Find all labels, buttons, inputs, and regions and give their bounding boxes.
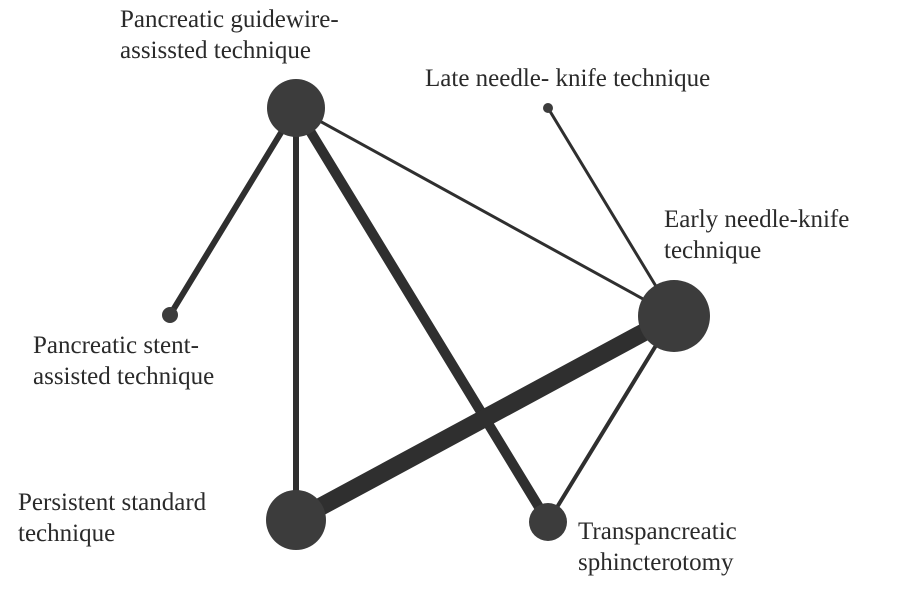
label-line: Pancreatic guidewire- [120, 6, 339, 33]
edge-enk-tps [546, 314, 676, 524]
label-line: technique [664, 237, 762, 264]
label-persistent-standard: Persistent standard technique [18, 487, 206, 549]
label-line: Early needle-knife [664, 206, 850, 233]
edges [167, 103, 683, 529]
node-early-needle-knife [638, 280, 710, 352]
label-late-needle-knife: Late needle- knife technique [425, 63, 710, 94]
node-persistent-standard [266, 490, 326, 550]
edge-pgw-tps [291, 103, 553, 527]
label-line: assisted technique [33, 363, 215, 390]
nodes [162, 79, 710, 550]
label-early-needle-knife: Early needle-knife technique [664, 204, 849, 266]
label-pancreatic-stent: Pancreatic stent- assisted technique [33, 330, 214, 392]
label-line: Transpancreatic [578, 518, 737, 545]
label-transpancreatic: Transpancreatic sphincterotomy [578, 516, 737, 578]
label-line: technique [18, 520, 116, 547]
edge-pgw-enk [294, 106, 676, 318]
node-pancreatic-stent [162, 307, 178, 323]
edge-enk-pst [287, 307, 683, 529]
label-line: Pancreatic stent- [33, 332, 199, 359]
label-line: assissted technique [120, 37, 311, 64]
edge-lnk-enk [546, 106, 676, 318]
label-line: sphincterotomy [578, 549, 734, 576]
edge-pgw-psa [167, 105, 299, 318]
node-transpancreatic [529, 503, 567, 541]
node-pancreatic-guidewire [267, 79, 325, 137]
label-line: Persistent standard [18, 489, 207, 516]
label-pancreatic-guidewire: Pancreatic guidewire- assissted techniqu… [120, 4, 339, 66]
node-late-needle-knife [543, 103, 553, 113]
label-line: Late needle- knife technique [425, 65, 711, 92]
